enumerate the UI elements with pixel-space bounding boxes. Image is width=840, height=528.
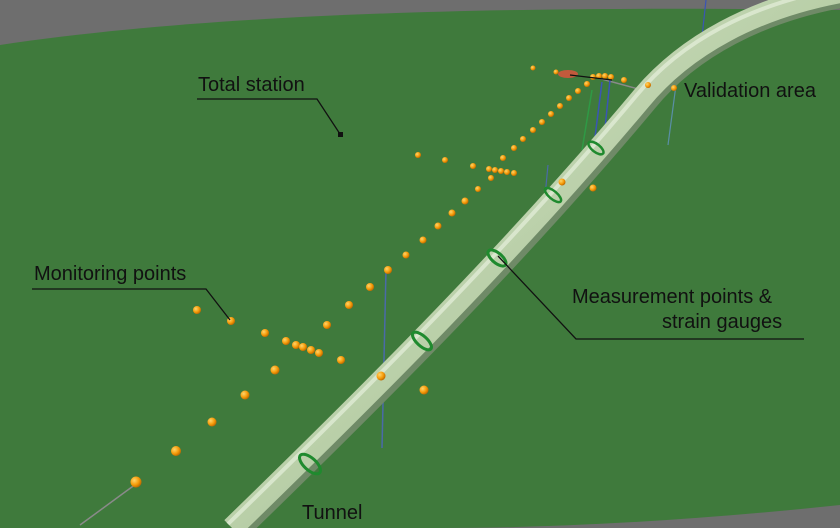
monitoring-point xyxy=(193,306,201,314)
monitoring-point xyxy=(282,337,290,345)
monitoring-point xyxy=(498,168,504,174)
monitoring-point xyxy=(315,349,323,357)
measurement-points-label-line2: strain gauges xyxy=(662,311,783,333)
validation-area-label: Validation area xyxy=(684,80,816,102)
monitoring-point xyxy=(415,152,421,158)
monitoring-point xyxy=(608,74,614,80)
monitoring-point xyxy=(558,178,566,186)
monitoring-point xyxy=(402,251,410,259)
borehole-line xyxy=(581,89,593,151)
strain-gauge-ring xyxy=(410,330,434,352)
monitoring-point xyxy=(376,371,386,381)
borehole-line xyxy=(593,81,603,146)
monitoring-point xyxy=(419,385,429,395)
monitoring-point xyxy=(434,222,442,230)
monitoring-point xyxy=(520,136,526,142)
monitoring-point xyxy=(448,209,456,217)
monitoring-point xyxy=(511,170,517,176)
monitoring-points-label: Monitoring points xyxy=(34,263,187,285)
monitoring-point xyxy=(171,446,181,456)
leader-total-station xyxy=(197,98,341,135)
monitoring-point xyxy=(584,81,590,87)
monitoring-point xyxy=(621,77,627,83)
monitoring-point xyxy=(557,103,563,109)
monitoring-point xyxy=(548,111,554,117)
monitoring-point xyxy=(645,82,651,88)
monitoring-point xyxy=(602,73,608,79)
monitoring-point xyxy=(530,127,536,133)
survey-line-validation xyxy=(597,77,643,91)
monitoring-point xyxy=(530,65,536,71)
leader-measurement-points xyxy=(497,255,804,340)
strain-gauge-rings xyxy=(298,140,605,476)
monitoring-point xyxy=(323,321,331,329)
monitoring-point xyxy=(596,73,602,79)
monitoring-point xyxy=(299,343,307,351)
leader-lines xyxy=(32,74,804,340)
strain-gauge-ring xyxy=(486,248,508,268)
monitoring-point xyxy=(442,157,448,163)
leader-monitoring-points xyxy=(32,288,231,321)
leader-validation-area xyxy=(569,74,613,81)
strain-gauge-ring xyxy=(587,140,605,156)
tunnel-tube xyxy=(224,0,840,528)
strain-gauge-ring xyxy=(298,452,322,476)
monitoring-point xyxy=(470,163,476,169)
monitoring-point xyxy=(207,417,217,427)
validation-area-marker xyxy=(558,70,578,78)
tunnel-label: Tunnel xyxy=(302,502,363,524)
monitoring-point xyxy=(475,186,481,192)
monitoring-point xyxy=(384,266,392,274)
monitoring-point xyxy=(419,236,427,244)
monitoring-point xyxy=(366,283,374,291)
measurement-points-label-line1: Measurement points & xyxy=(572,286,773,308)
total-station-label: Total station xyxy=(198,74,305,96)
monitoring-point xyxy=(461,197,469,205)
monitoring-point xyxy=(486,166,492,172)
strain-gauge-ring xyxy=(543,186,563,204)
monitoring-point xyxy=(553,69,559,75)
survey-line xyxy=(79,483,137,526)
monitoring-point xyxy=(539,119,545,125)
tunnel-highlight xyxy=(226,0,797,526)
monitoring-point xyxy=(504,169,510,175)
monitoring-point xyxy=(492,167,498,173)
monitoring-point xyxy=(345,301,353,309)
monitoring-point xyxy=(500,155,506,161)
monitoring-point xyxy=(671,85,677,91)
monitoring-points xyxy=(130,65,677,488)
monitoring-point xyxy=(511,145,517,151)
monitoring-point xyxy=(307,346,315,354)
monitoring-point xyxy=(488,175,494,181)
monitoring-point xyxy=(270,365,280,375)
monitoring-point xyxy=(575,88,581,94)
monitoring-point xyxy=(292,341,300,349)
monitoring-point xyxy=(261,329,269,337)
total-station-marker xyxy=(338,132,343,137)
ground-surface xyxy=(0,8,840,528)
borehole-line xyxy=(381,269,387,449)
monitoring-point xyxy=(566,95,572,101)
monitoring-point xyxy=(240,390,250,400)
monitoring-point xyxy=(337,356,345,364)
monitoring-point xyxy=(130,476,142,488)
monitoring-point xyxy=(589,184,597,192)
